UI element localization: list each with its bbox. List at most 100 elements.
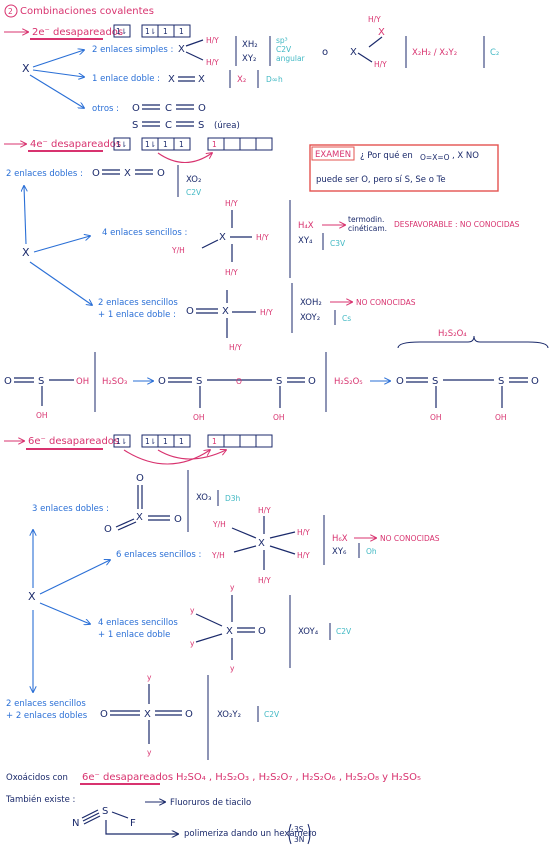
substituent: H/Y xyxy=(225,199,238,208)
svg-text:O: O xyxy=(236,377,242,386)
svg-text:O: O xyxy=(4,376,12,387)
svg-text:S: S xyxy=(276,376,282,387)
svg-text:O: O xyxy=(308,376,316,387)
group-oh: OH xyxy=(495,413,507,422)
svg-text:y: y xyxy=(230,664,235,673)
formula: XO₂Y₂ xyxy=(217,710,241,720)
svg-text:y: y xyxy=(230,583,235,592)
substituent: H/Y xyxy=(206,58,219,67)
label-3-dobles: 3 enlaces dobles : xyxy=(32,504,109,514)
svg-text:O: O xyxy=(258,626,266,637)
svg-text:X: X xyxy=(219,232,226,243)
symmetry: D∞h xyxy=(266,75,283,84)
group-oh: OH xyxy=(430,413,442,422)
svg-text:X: X xyxy=(28,590,36,603)
symmetry: C2V xyxy=(336,627,352,636)
label-mixed: + 1 enlace doble : xyxy=(98,310,176,320)
label-mixed: + 2 enlaces dobles xyxy=(6,711,88,721)
orbital-box: 1⇂ xyxy=(145,27,156,36)
label-mixed: 2 enlaces sencillos xyxy=(98,298,178,308)
section-2e: 2e⁻ desapareados 1⇂ 1⇂ 1 1 X 2 enlaces s… xyxy=(4,15,499,131)
substituent: H/Y xyxy=(258,576,271,585)
substituent: H/Y xyxy=(229,343,242,352)
ratio: 3N xyxy=(294,835,304,844)
formula: H₂SO₃ xyxy=(102,377,127,387)
or-word: o xyxy=(322,47,328,58)
heading-2e: 2e⁻ desapareados xyxy=(32,27,123,38)
svg-text:X: X xyxy=(198,74,205,85)
formula: XOY₂ xyxy=(300,313,320,323)
atom: S xyxy=(102,806,108,817)
symmetry: C₂ xyxy=(490,48,499,58)
atom: F xyxy=(130,818,136,829)
section-6e: 6e⁻ desapareados 1⇂ 1⇂ 1 1 1 X 3 enlaces… xyxy=(4,434,440,760)
svg-text:X: X xyxy=(144,709,151,720)
tambien-existe: También existe : N S F Fluoruros de tiac… xyxy=(5,794,317,845)
substituent: Y/H xyxy=(212,520,226,529)
formula: XH₂ xyxy=(242,40,258,50)
svg-text:S: S xyxy=(498,376,504,387)
oxoacidos-label: Oxoácidos con xyxy=(6,773,68,783)
svg-text:X: X xyxy=(168,74,175,85)
formula: XO₃ xyxy=(196,493,211,503)
formula: XY₄ xyxy=(298,236,313,246)
symmetry: Cs xyxy=(342,314,351,323)
label-otros: otros : xyxy=(92,104,119,114)
tambien-label: También existe : xyxy=(5,794,75,805)
symmetry: D3h xyxy=(225,494,241,503)
symmetry: C2V xyxy=(186,188,202,197)
heading-6e: 6e⁻ desapareados xyxy=(28,436,119,447)
svg-text:S: S xyxy=(38,376,44,387)
formula: H₆X xyxy=(332,534,348,544)
note: NO CONOCIDAS xyxy=(380,534,440,543)
substituent: H/Y xyxy=(297,528,310,537)
label-mixed: 4 enlaces sencillos xyxy=(98,618,178,628)
heading-4e: 4e⁻ desapareados xyxy=(30,139,121,150)
formula: XY₂ xyxy=(242,54,256,64)
label-1-doble: 1 enlace doble : xyxy=(92,74,160,84)
orbital-box: 1⇂ xyxy=(116,437,127,446)
orbital-box: 1⇂ xyxy=(145,140,156,149)
label-mixed: 2 enlaces sencillos xyxy=(6,699,86,709)
atom: S xyxy=(198,120,204,131)
svg-text:O: O xyxy=(396,376,404,387)
substituent: H/Y xyxy=(256,233,269,242)
note-fluoruros: Fluoruros de tiacilo xyxy=(170,798,251,808)
oxoacidos-row: Oxoácidos con 6e⁻ desapareados H₂SO₄ , H… xyxy=(6,772,421,785)
exam-label: EXAMEN xyxy=(315,150,351,160)
group-oh: OH xyxy=(36,411,48,420)
formula: H₄X xyxy=(298,221,314,231)
hybridization: sp³ xyxy=(276,36,288,45)
atom: C xyxy=(165,103,172,114)
svg-text:O: O xyxy=(185,709,193,720)
atom: O xyxy=(132,103,140,114)
section-number: 2 xyxy=(8,7,13,16)
atom: C xyxy=(165,120,172,131)
orbital-boxes-2e: 1⇂ 1⇂ 1 1 xyxy=(113,24,191,38)
atom-x: X xyxy=(22,62,30,75)
orbital-box: 1 xyxy=(163,437,168,446)
orbital-box: 1 xyxy=(163,140,168,149)
svg-text:S: S xyxy=(196,376,202,387)
svg-text:X: X xyxy=(258,538,265,549)
svg-text:O: O xyxy=(104,524,112,535)
exam-question: ¿ Por qué en xyxy=(360,150,413,161)
svg-text:O=X=O: O=X=O xyxy=(420,153,450,162)
symmetry: C2V xyxy=(264,710,280,719)
svg-text:O: O xyxy=(174,514,182,525)
label-2-simples: 2 enlaces simples : xyxy=(92,45,173,55)
substituent: H/Y xyxy=(374,60,387,69)
substituent: H/Y xyxy=(260,308,273,317)
symmetry: Oh xyxy=(366,547,377,556)
note: cinéticam. xyxy=(348,224,387,233)
svg-text:O: O xyxy=(186,306,194,317)
substituent: Y/H xyxy=(171,246,185,255)
substituent: H/Y xyxy=(368,15,381,24)
svg-text:y: y xyxy=(147,748,152,757)
section-header: 2 Combinaciones covalentes xyxy=(4,4,154,18)
label-4-sencillos: 4 enlaces sencillos : xyxy=(102,228,187,238)
svg-text:O: O xyxy=(136,473,144,484)
svg-text:X: X xyxy=(124,168,131,179)
svg-text:O: O xyxy=(158,376,166,387)
note-polimeriza: polimeriza dando un hexámero xyxy=(184,829,317,839)
